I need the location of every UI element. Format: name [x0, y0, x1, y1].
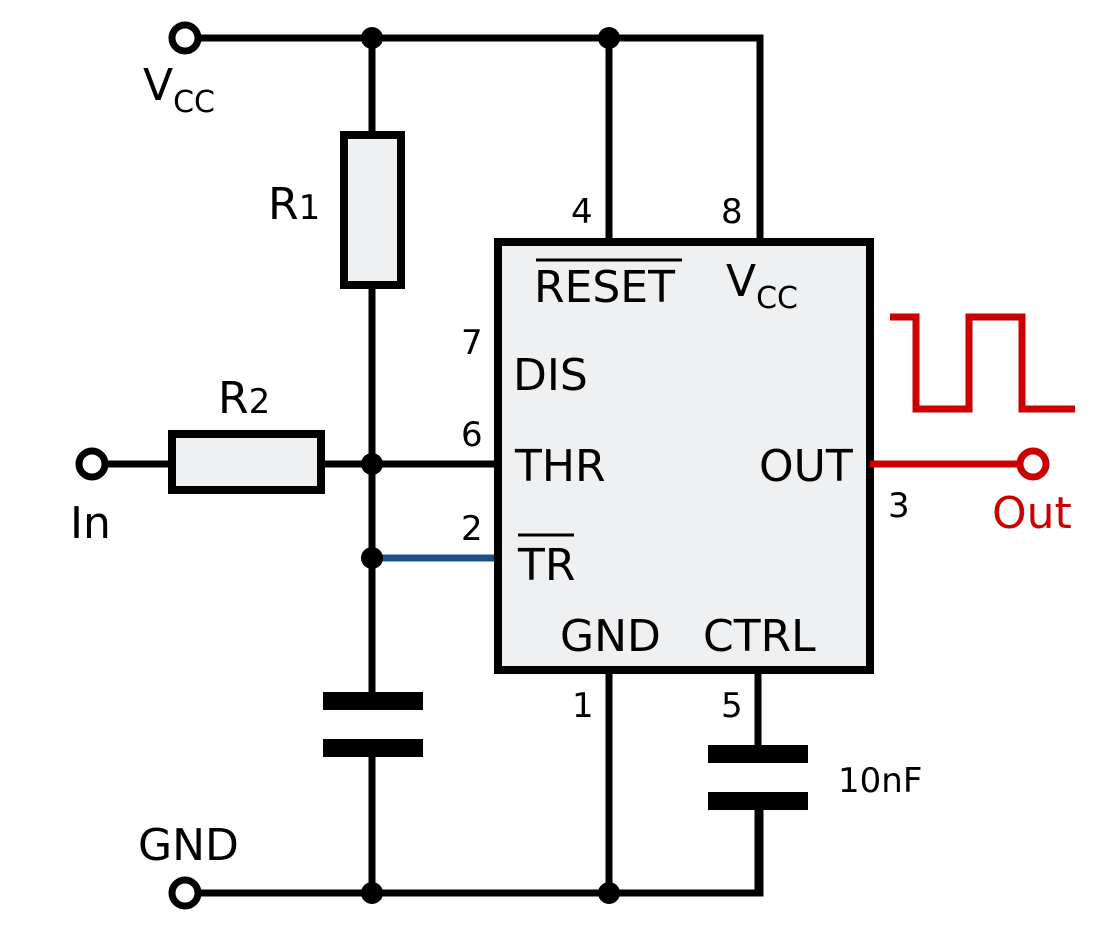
ic-thr-label: THR — [514, 441, 606, 492]
resistor-r1 — [340, 131, 405, 289]
pin-number-dis: 7 — [461, 323, 483, 363]
ic-dis-label: DIS — [513, 350, 588, 401]
output-terminal — [1016, 447, 1050, 481]
ic-tr-label: TR — [517, 540, 575, 591]
ctrl-cap-value-label: 10nF — [838, 761, 922, 801]
input-terminal-label: In — [70, 498, 111, 549]
pin-number-reset: 4 — [571, 192, 593, 232]
vcc-terminal — [168, 21, 202, 55]
r2-label: R2 — [218, 373, 270, 424]
junction-dot — [361, 882, 383, 904]
gnd-terminal-label: GND — [138, 820, 239, 871]
pin-number-tr: 2 — [461, 509, 483, 549]
ic-vcc-label: VCC — [726, 256, 798, 316]
junction-dot — [361, 27, 383, 49]
resistor-r2 — [106, 430, 372, 494]
ic-reset-label: RESET — [534, 262, 675, 313]
timing-capacitor — [323, 692, 423, 893]
junction-dot — [598, 882, 620, 904]
vcc-terminal-label: VCC — [143, 60, 215, 120]
gnd-terminal — [168, 876, 202, 910]
input-terminal — [75, 447, 109, 481]
ic-out-label: OUT — [759, 441, 853, 492]
pin-number-thr: 6 — [461, 415, 483, 455]
output-terminal-label: Out — [992, 488, 1072, 539]
square-wave-icon — [890, 313, 1075, 413]
r1-label: R1 — [268, 179, 320, 230]
ic-ctrl-label: CTRL — [703, 611, 816, 662]
pin-number-out: 3 — [888, 486, 910, 526]
vcc-rail — [198, 34, 764, 242]
junction-dot — [361, 453, 383, 475]
pin-number-vcc: 8 — [721, 192, 743, 232]
pin-number-ctrl: 5 — [721, 686, 743, 726]
ic-555-body — [494, 238, 874, 674]
junction-dot — [598, 27, 620, 49]
gnd-rail — [198, 670, 764, 897]
ic-gnd-label: GND — [560, 611, 661, 662]
ctrl-capacitor — [708, 670, 808, 893]
pin-number-gnd: 1 — [572, 686, 594, 726]
junction-dot — [361, 547, 383, 569]
